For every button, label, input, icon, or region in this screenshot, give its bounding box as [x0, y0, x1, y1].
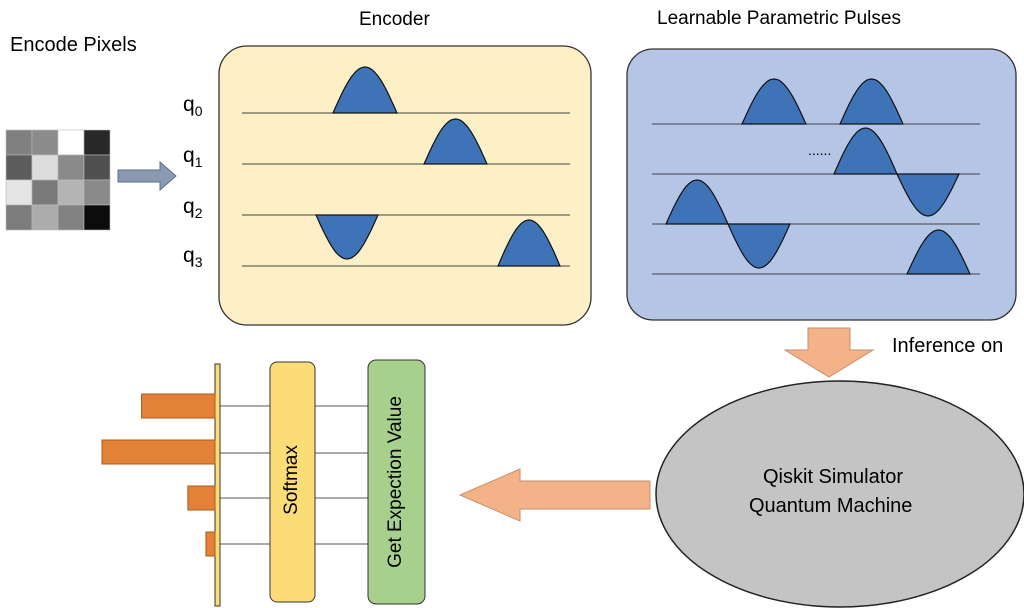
- softmax-box: [269, 361, 316, 603]
- simulator-label-line1: Qiskit Simulator: [763, 466, 904, 488]
- pixel-cell: [83, 129, 111, 156]
- pulse-lobe: [896, 173, 960, 217]
- learnable-pulses-title: Learnable Parametric Pulses: [657, 8, 901, 29]
- encoder-panel: [218, 45, 592, 326]
- qubit-label-2: q2: [183, 195, 203, 222]
- pixel-cell: [57, 204, 85, 231]
- inference-on-label: Inference on: [892, 335, 1004, 357]
- pulses-panel: [626, 48, 1017, 321]
- encode-pixels-label: Encode Pixels: [10, 34, 137, 56]
- output-bar: [141, 393, 216, 419]
- simulator-ellipse: [655, 380, 1024, 608]
- left-arrow: [458, 468, 651, 522]
- output-axis: [214, 363, 221, 607]
- learnable-pulses: [665, 78, 971, 275]
- expectation-box: [367, 359, 426, 605]
- ellipsis-label: ......: [808, 142, 832, 158]
- pulse-lobe: [727, 223, 791, 269]
- input-arrow: [117, 160, 177, 192]
- pulse-lobe: [315, 214, 379, 260]
- encoder-title: Encoder: [359, 9, 430, 30]
- qubit-label-0: q0: [183, 93, 203, 120]
- pulse-lobe: [423, 118, 488, 165]
- pulse-lobe: [497, 219, 561, 267]
- output-bar: [205, 531, 216, 557]
- pulse-lobe: [741, 78, 807, 125]
- qubit-label-1: q1: [183, 144, 203, 171]
- pixel-cell: [5, 204, 33, 231]
- pixel-cell: [57, 154, 85, 181]
- pixel-cell: [83, 179, 111, 206]
- pixel-cell: [31, 129, 59, 156]
- pulse-lobe: [839, 78, 904, 125]
- pixel-cell: [83, 154, 111, 181]
- pixel-cell: [31, 204, 59, 231]
- simulator-label-line2: Quantum Machine: [749, 495, 913, 517]
- encoder-pulses: [315, 66, 561, 267]
- pulse-lobe: [332, 66, 398, 114]
- pixel-grid: [5, 129, 111, 231]
- output-bar: [101, 439, 216, 465]
- pixel-cell: [31, 179, 59, 206]
- qubit-label-3: q3: [183, 244, 203, 271]
- output-bars: [101, 393, 216, 557]
- pixel-cell: [83, 204, 111, 231]
- softmax-label: Softmax: [281, 445, 302, 515]
- output-bar: [187, 485, 216, 511]
- pulse-lobe: [833, 127, 898, 175]
- pixel-cell: [5, 179, 33, 206]
- pixel-cell: [31, 154, 59, 181]
- down-arrow: [783, 327, 875, 378]
- expectation-label: Get Expection Value: [385, 396, 406, 568]
- pulse-lobe: [906, 229, 971, 275]
- pixel-cell: [57, 179, 85, 206]
- pixel-cell: [5, 154, 33, 181]
- pixel-cell: [5, 129, 33, 156]
- pixel-cell: [57, 129, 85, 156]
- pulse-lobe: [665, 179, 729, 225]
